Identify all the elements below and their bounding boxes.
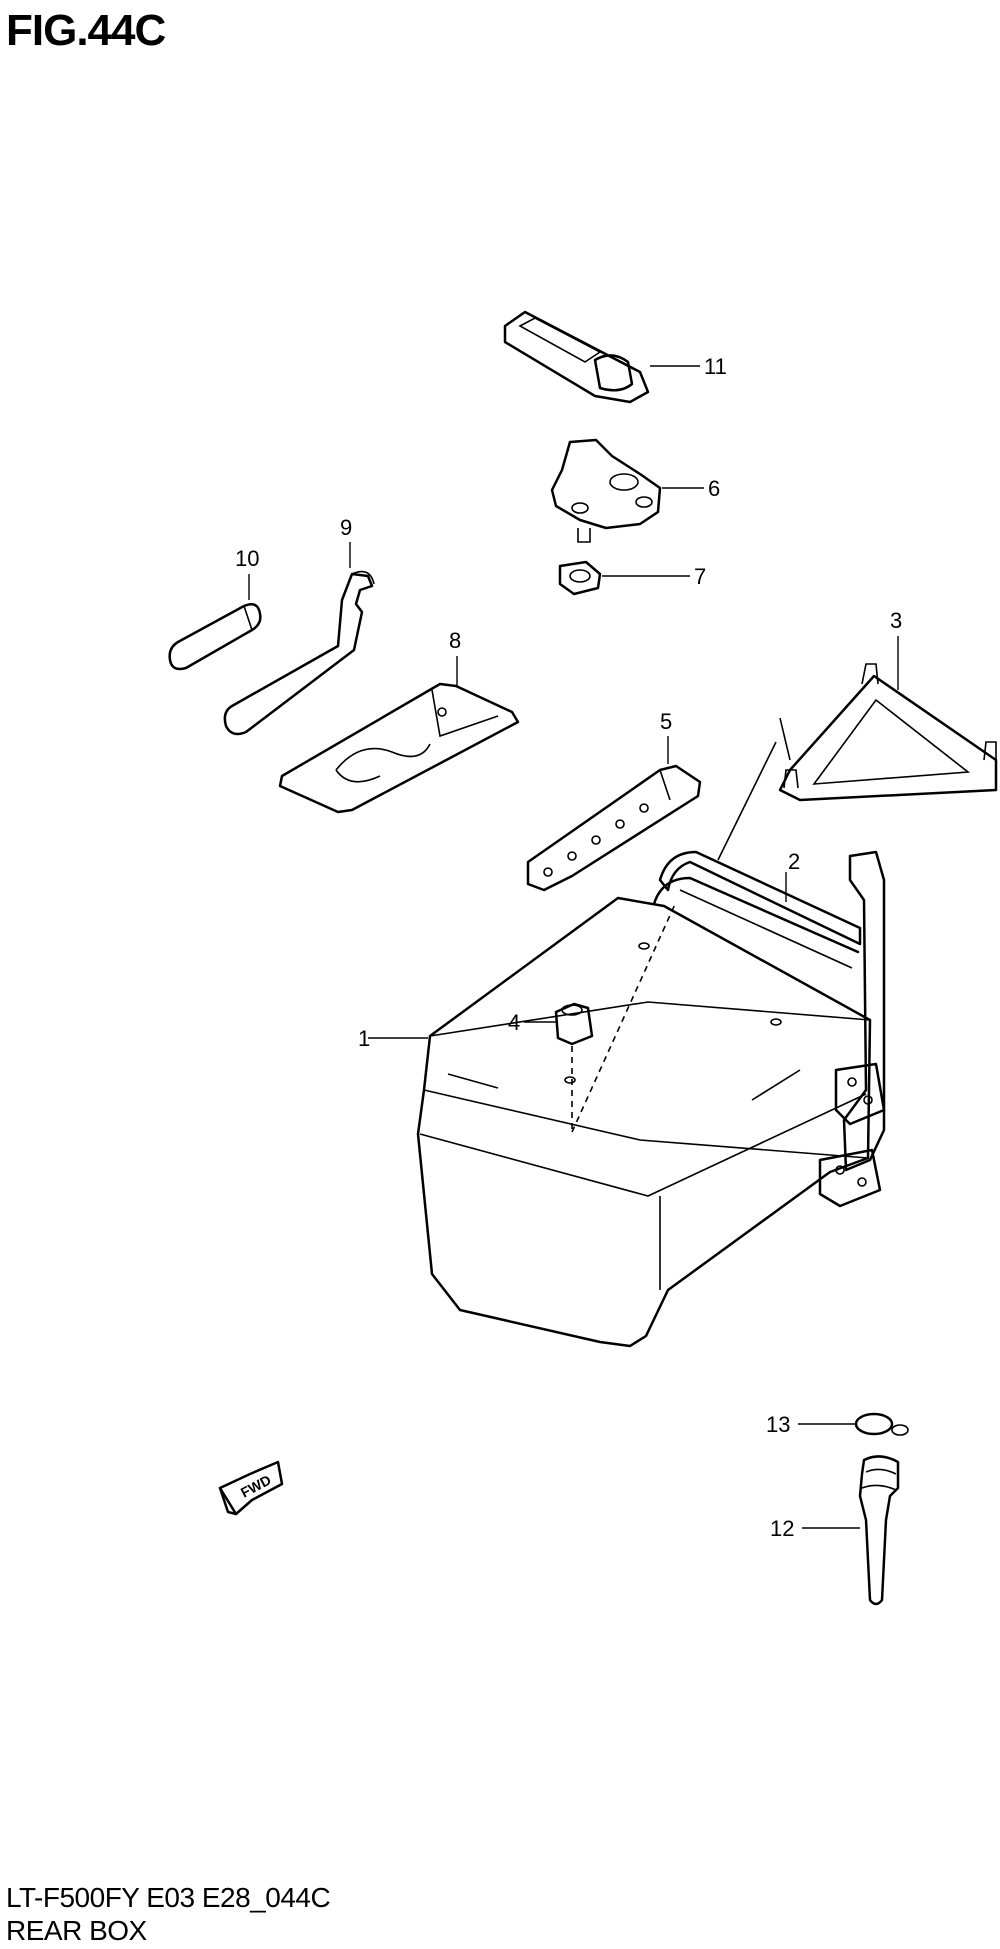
part-13-clip: 13 — [766, 1412, 909, 1437]
assembly-guide-lines — [717, 717, 791, 861]
callout-4: 4 — [508, 1010, 520, 1035]
section-name: REAR BOX — [6, 1915, 147, 1946]
callout-1: 1 — [358, 1026, 370, 1051]
part-8-label-plate: 8 — [278, 628, 520, 814]
part-11-latch-strap: 11 — [503, 310, 727, 404]
part-7-nut: 7 — [558, 560, 706, 596]
part-5-bracket-strip: 5 — [526, 709, 702, 892]
figure-title: FIG.44C — [6, 6, 166, 55]
assembly-dashed-line — [571, 901, 677, 1133]
callout-5: 5 — [660, 709, 672, 734]
callout-12: 12 — [770, 1516, 794, 1541]
callout-11: 11 — [704, 354, 727, 379]
part-12-bolt: 12 — [770, 1455, 900, 1606]
callout-10: 10 — [235, 546, 259, 571]
part-3-triangle-frame: 3 — [778, 608, 998, 802]
callout-6: 6 — [708, 476, 720, 501]
part-2-rear-rail: 2 — [652, 849, 886, 1172]
callout-9: 9 — [340, 515, 352, 540]
callout-2: 2 — [788, 849, 800, 874]
forward-arrow-icon: FWD — [218, 1460, 284, 1516]
callout-8: 8 — [449, 628, 461, 653]
model-code: LT-F500FY E03 E28_044C — [6, 1882, 331, 1913]
part-1-rear-box: 1 — [358, 896, 886, 1348]
callout-7: 7 — [694, 564, 706, 589]
part-9-hook-tool: 9 — [223, 515, 375, 736]
part-6-catch-bracket: 6 — [550, 438, 720, 543]
callout-3: 3 — [890, 608, 902, 633]
part-4-nut: 4 — [508, 1002, 594, 1132]
part-10-pin: 10 — [168, 546, 262, 671]
callout-13: 13 — [766, 1412, 790, 1437]
